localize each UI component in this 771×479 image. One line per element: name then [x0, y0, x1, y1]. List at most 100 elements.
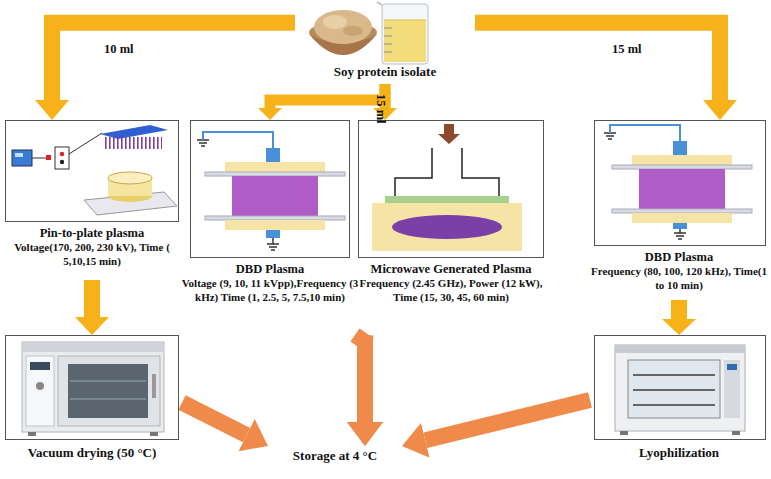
hv-module	[55, 147, 69, 169]
wire	[203, 132, 273, 148]
microwave-input	[438, 124, 460, 144]
text-block: Lyophilization	[590, 445, 768, 461]
control-panel	[26, 356, 54, 426]
plasma	[392, 215, 502, 239]
soy-powder	[314, 10, 372, 44]
image-node: Storage at 4 °C	[268, 446, 402, 468]
text-block: Microwave Generated PlasmaFrequency (2.4…	[356, 262, 546, 305]
node-label: Vacuum drying (50 °C)	[2, 445, 182, 461]
dish-top	[108, 172, 152, 184]
foot	[28, 432, 36, 436]
handle	[152, 374, 156, 398]
process-box: Vacuum drying (50 °C)	[2, 335, 182, 470]
waveguide	[395, 148, 499, 197]
terminal	[60, 152, 64, 156]
panel-frame	[5, 120, 179, 222]
node-heading: DBD Plasma	[179, 262, 361, 277]
beaker-liquid	[384, 20, 426, 62]
power-supply	[12, 150, 32, 166]
switch	[46, 155, 51, 160]
electrode	[673, 141, 687, 155]
plasma	[639, 169, 725, 209]
node-label: Soy protein isolate	[295, 64, 475, 80]
oven-body	[22, 342, 164, 432]
text-block: Vacuum drying (50 °C)	[2, 445, 182, 461]
process-box: Lyophilization	[590, 335, 768, 465]
flow-arrow	[357, 335, 374, 422]
oven-door	[58, 356, 160, 426]
plasma	[232, 176, 318, 216]
panel-frame	[594, 335, 766, 440]
text-block: Soy protein isolate	[295, 64, 475, 80]
text-block: Pin-to-plate plasmaVoltage(170, 200, 230…	[2, 226, 182, 269]
foot	[150, 432, 158, 436]
panel-frame	[190, 120, 350, 258]
dryer-window	[628, 360, 720, 418]
panel-frame	[5, 335, 179, 440]
flow-arrow	[671, 300, 687, 319]
node-label: Storage at 4 °C	[268, 448, 402, 464]
wire	[69, 133, 102, 154]
beaker-graduation	[384, 28, 392, 52]
dielectric	[632, 213, 732, 223]
display	[30, 362, 50, 370]
node-heading: Microwave Generated Plasma	[356, 262, 546, 277]
flow-arrow	[182, 403, 247, 436]
panel-frame	[358, 120, 544, 258]
flow-arrow	[270, 84, 385, 108]
foot	[732, 431, 740, 435]
ground-symbol	[604, 133, 616, 139]
ground-symbol	[267, 244, 279, 250]
beaker	[382, 4, 428, 64]
flow-arrow	[84, 280, 100, 317]
electrode	[673, 223, 687, 229]
knob	[36, 382, 44, 390]
node-heading: DBD Plasma	[590, 250, 768, 265]
volume-label: 15 ml	[373, 94, 388, 124]
text-block: DBD PlasmaFrequency (80, 100, 120 kHz), …	[590, 250, 768, 293]
image-node: Soy protein isolate	[295, 0, 475, 84]
flow-arrow	[52, 23, 295, 100]
terminal	[60, 160, 64, 164]
dryer-top	[615, 345, 745, 353]
oven-shelf	[70, 381, 146, 399]
volume-label: 15 ml	[612, 42, 642, 57]
process-box: DBD PlasmaVoltage (9, 10, 11 kVpp),Frequ…	[185, 120, 355, 335]
beaker-spout	[377, 2, 382, 5]
wire	[610, 125, 680, 141]
panel-frame	[594, 120, 766, 246]
display	[727, 364, 737, 370]
node-heading: Pin-to-plate plasma	[2, 226, 182, 241]
plate	[205, 216, 345, 220]
electrode	[266, 230, 280, 238]
pin-array	[104, 137, 162, 149]
node-label: Lyophilization	[590, 445, 768, 461]
wire	[272, 238, 274, 244]
process-box: Microwave Generated PlasmaFrequency (2.4…	[356, 120, 546, 335]
liquid-surface	[384, 20, 426, 21]
ground-symbol	[197, 140, 209, 146]
dielectric	[225, 162, 325, 172]
foot	[620, 431, 628, 435]
oven-top	[22, 342, 164, 352]
chamber	[372, 203, 522, 251]
volume-label: 10 ml	[104, 42, 134, 57]
process-box: DBD PlasmaFrequency (80, 100, 120 kHz), …	[590, 120, 768, 300]
wire	[32, 158, 46, 159]
node-parameters: Frequency (80, 100, 120 kHz), Time(1 to …	[590, 265, 768, 293]
power-display	[15, 153, 23, 157]
text-block: DBD PlasmaVoltage (9, 10, 11 kVpp),Frequ…	[179, 262, 361, 305]
process-box: Pin-to-plate plasmaVoltage(170, 200, 230…	[2, 120, 182, 280]
dielectric	[632, 155, 732, 165]
flow-arrow	[475, 23, 720, 100]
side-panel	[724, 360, 740, 418]
powder-highlight	[323, 15, 347, 29]
oven-window	[68, 364, 148, 418]
node-parameters: Frequency (2.45 GHz), Power (12 kW), Tim…	[356, 277, 546, 305]
node-parameters: Voltage(170, 200, 230 kV), Time ( 5,10,1…	[2, 241, 182, 269]
plate	[205, 172, 345, 176]
ground-symbol	[674, 229, 686, 239]
